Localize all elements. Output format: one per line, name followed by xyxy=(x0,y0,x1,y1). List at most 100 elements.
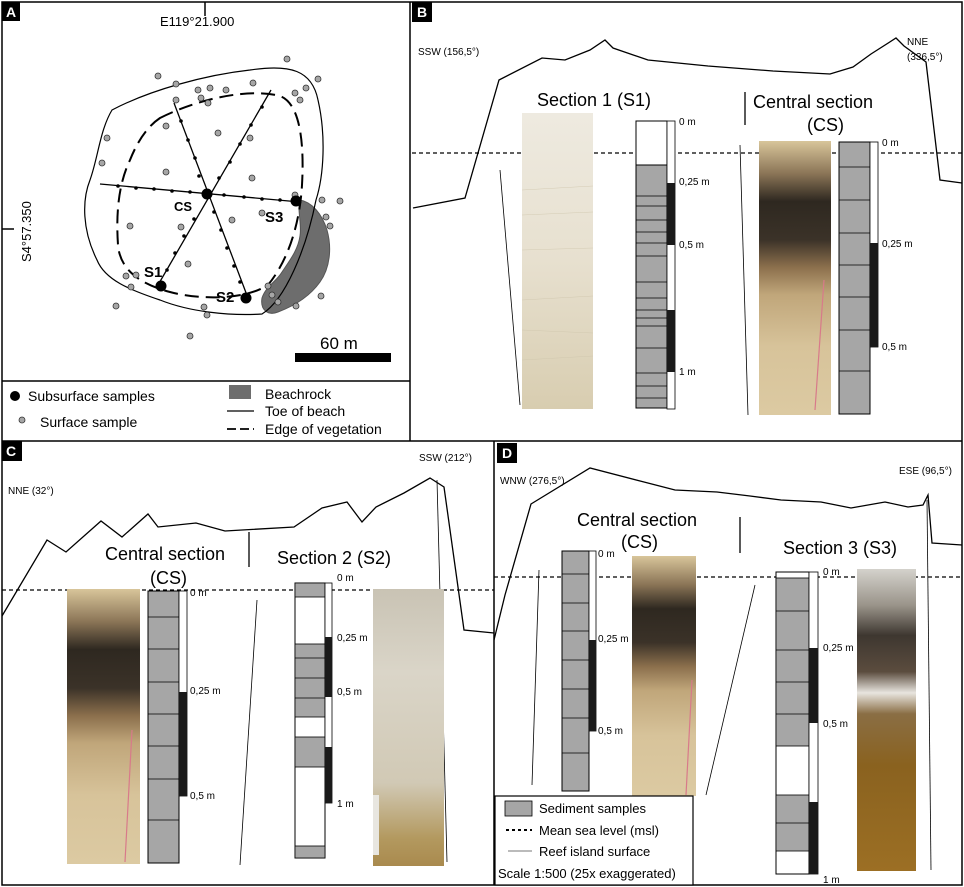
scale-bar xyxy=(295,353,391,362)
section2-photo-c xyxy=(373,589,444,866)
direction-left-d: WNW (276,5°) xyxy=(500,476,565,487)
panel-b: B SSW (156,5°) NNE (336,5°) Section 1 (S… xyxy=(412,2,963,416)
s3-depth-0: 0 m xyxy=(823,567,840,578)
panel-d-label-box xyxy=(497,443,517,463)
section2-photo-tape xyxy=(373,795,379,855)
reef-surface-d-1 xyxy=(531,569,540,786)
scale-bar-label: 60 m xyxy=(320,334,358,353)
profile-legend: Sediment samples Mean sea level (msl) Re… xyxy=(494,795,694,886)
cs-photo-string-d xyxy=(685,679,693,796)
latitude-label: S4°57.350 xyxy=(19,201,34,262)
cs-depth-0-d: 0 m xyxy=(598,549,615,560)
direction-left-c: NNE (32°) xyxy=(8,486,54,497)
direction-left-b: SSW (156,5°) xyxy=(418,47,479,58)
legend-surface-marker xyxy=(18,416,26,424)
legend-subsurface-marker xyxy=(10,391,20,401)
central-section-title-d-2: (CS) xyxy=(621,532,658,552)
legend-sediment-swatch xyxy=(504,800,533,817)
s2-depth-1: 1 m xyxy=(337,799,354,810)
panel-c-label-box xyxy=(2,441,22,461)
section3-column-d xyxy=(775,571,819,875)
s2-depth-05: 0,5 m xyxy=(337,687,362,698)
site-label-cs: CS xyxy=(174,199,192,214)
legend-subsurface-label: Subsurface samples xyxy=(28,388,155,404)
map-legend: Subsurface samples Surface sample Beachr… xyxy=(10,385,382,437)
legend-vegetation-label: Edge of vegetation xyxy=(265,421,382,437)
s2-depth-0: 0 m xyxy=(337,573,354,584)
panel-a: A E119°21.900 S4°57.350 xyxy=(2,2,391,437)
legend-scale-label: Scale 1:500 (25x exaggerated) xyxy=(498,866,676,881)
cs-depth-05-b: 0,5 m xyxy=(882,342,907,353)
s3-depth-025: 0,25 m xyxy=(823,643,854,654)
reef-surface-d-3 xyxy=(926,499,932,871)
central-section-title-c-1: Central section xyxy=(105,544,225,564)
reef-surface-c-1 xyxy=(239,599,258,866)
section1-title-b: Section 1 (S1) xyxy=(537,90,651,110)
cs-photo-b xyxy=(759,141,831,415)
profile-line-d xyxy=(493,467,963,641)
direction-right-b-name: NNE xyxy=(907,37,928,48)
section1-photo-b xyxy=(522,113,593,409)
site-label-s1: S1 xyxy=(144,264,162,281)
s2-depth-025: 0,25 m xyxy=(337,633,368,644)
s1-depth-0: 0 m xyxy=(679,117,696,128)
site-label-s2: S2 xyxy=(216,289,234,306)
reef-surface-b-2 xyxy=(739,144,749,416)
site-label-s3: S3 xyxy=(265,209,283,226)
legend-msl-label: Mean sea level (msl) xyxy=(539,823,659,838)
panel-d: D WNW (276,5°) ESE (96,5°) Central secti… xyxy=(493,443,963,886)
cs-column-d xyxy=(561,550,597,792)
panel-b-label-box xyxy=(412,2,432,22)
legend-beachrock-swatch xyxy=(229,385,251,399)
central-section-title-d-1: Central section xyxy=(577,510,697,530)
cs-column-b xyxy=(838,141,879,415)
profile-line-c xyxy=(1,477,495,634)
cs-depth-025-b: 0,25 m xyxy=(882,239,913,250)
panel-a-letter: A xyxy=(6,4,16,20)
panel-d-letter: D xyxy=(502,445,512,461)
reef-surface-b-1 xyxy=(499,169,521,406)
edge-of-vegetation xyxy=(116,92,304,299)
cs-depth-025-d: 0,25 m xyxy=(598,634,629,645)
cs-photo-string-b xyxy=(814,279,825,411)
s1-depth-025: 0,25 m xyxy=(679,177,710,188)
section2-column-c xyxy=(294,582,333,859)
cs-depth-0-c: 0 m xyxy=(190,588,207,599)
section1-column-b xyxy=(635,120,676,410)
panel-c-letter: C xyxy=(6,443,16,459)
cs-column-c xyxy=(147,590,188,864)
panel-a-label-box xyxy=(2,2,20,21)
s1-depth-05: 0,5 m xyxy=(679,240,704,251)
surface-samples xyxy=(98,55,344,340)
cs-photo-string-c xyxy=(124,729,133,863)
s1-depth-1: 1 m xyxy=(679,367,696,378)
s3-depth-05: 0,5 m xyxy=(823,719,848,730)
direction-right-b-angle: (336,5°) xyxy=(907,52,943,63)
s3-depth-1: 1 m xyxy=(823,875,840,886)
longitude-label: E119°21.900 xyxy=(160,14,234,29)
legend-sediment-label: Sediment samples xyxy=(539,801,646,816)
central-section-title-b-1: Central section xyxy=(753,92,873,112)
central-section-title-b-2: (CS) xyxy=(807,115,844,135)
cs-photo-c xyxy=(67,589,140,864)
direction-right-c: SSW (212°) xyxy=(419,453,472,464)
cs-depth-05-d: 0,5 m xyxy=(598,726,623,737)
profile-line-b xyxy=(412,37,963,209)
section1-photo-layers xyxy=(521,185,594,361)
cs-depth-05-c: 0,5 m xyxy=(190,791,215,802)
legend-reef-label: Reef island surface xyxy=(539,844,650,859)
legend-toe-label: Toe of beach xyxy=(265,403,345,419)
central-section-title-c-2: (CS) xyxy=(150,568,187,588)
transect-points xyxy=(116,105,282,284)
subsurface-samples xyxy=(155,188,302,304)
cs-depth-025-c: 0,25 m xyxy=(190,686,221,697)
legend-beachrock-label: Beachrock xyxy=(265,386,332,402)
reef-surface-d-2 xyxy=(705,584,756,796)
direction-right-d: ESE (96,5°) xyxy=(899,466,952,477)
cs-photo-d xyxy=(632,556,696,796)
section3-photo-d xyxy=(857,569,916,871)
panel-b-letter: B xyxy=(417,4,427,20)
transects xyxy=(99,89,301,299)
section2-title-c: Section 2 (S2) xyxy=(277,548,391,568)
